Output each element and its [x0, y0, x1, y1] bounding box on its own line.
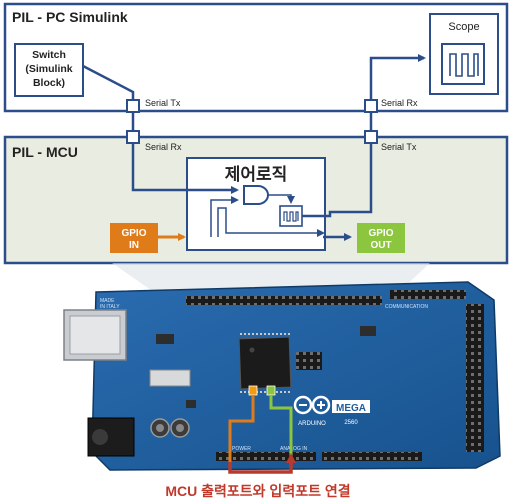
gpio-out-label-line-2: OUT: [370, 240, 391, 251]
pc-simulink-panel: PIL - PC Simulink Switch (Simulink Block…: [5, 4, 507, 112]
board-model-label: MEGA: [336, 403, 366, 414]
scope-label: Scope: [448, 21, 479, 33]
analog-label: ANALOG IN: [280, 446, 308, 452]
crystal: [150, 370, 190, 386]
right-header-pins: [466, 304, 484, 452]
mcu-chip: [239, 337, 291, 389]
switch-label-line-1: Switch: [32, 49, 66, 61]
switch-label-line-2: (Simulink: [25, 63, 72, 75]
mcu-serial-rx-label: Serial Rx: [145, 142, 182, 152]
gpio-in-label-line-2: IN: [129, 240, 139, 251]
top-header-pins: [186, 296, 382, 305]
mcu-serial-tx-port: [365, 131, 377, 143]
arduino-board-image: ARDUINO MEGA 2560 MADE IN ITALY COMMUNIC…: [64, 282, 500, 472]
and-gate-icon: [244, 186, 268, 204]
mcu-serial-tx-label: Serial Tx: [381, 142, 417, 152]
pc-serial-tx-label: Serial Tx: [145, 98, 181, 108]
mcu-panel: PIL - MCU Serial Rx Serial Tx 제어로직 GPIO …: [5, 131, 507, 263]
gpio-out-label-line-1: GPIO: [368, 228, 393, 239]
mcu-serial-rx-port: [127, 131, 139, 143]
gpio-in-label-line-1: GPIO: [121, 228, 146, 239]
output-port-marker: [249, 386, 257, 395]
pc-serial-tx-port: [127, 100, 139, 112]
made-in-line-2: IN ITALY: [100, 304, 120, 310]
pc-panel-title: PIL - PC Simulink: [12, 9, 128, 25]
pc-serial-rx-port: [365, 100, 377, 112]
mcu-panel-title: PIL - MCU: [12, 144, 78, 160]
switch-label-line-3: Block): [33, 77, 65, 89]
diagram-caption: MCU 출력포트와 입력포트 연결: [165, 483, 350, 499]
input-port-marker: [267, 386, 275, 395]
pc-serial-rx-label: Serial Rx: [381, 98, 418, 108]
pulse-block: [280, 206, 302, 226]
comm-label: COMMUNICATION: [385, 304, 428, 310]
board-model-number: 2560: [344, 420, 358, 426]
power-label: POWER: [232, 446, 251, 452]
board-brand-label: ARDUINO: [298, 421, 326, 427]
control-logic-title: 제어로직: [225, 165, 288, 184]
